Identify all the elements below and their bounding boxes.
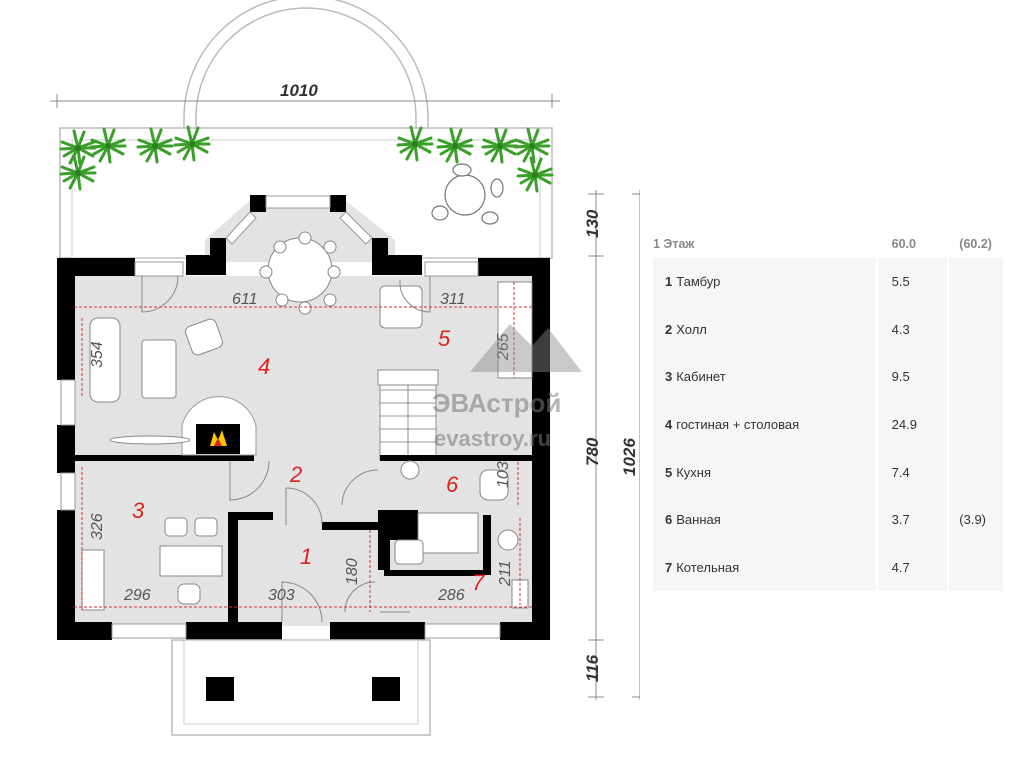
height-seg-116: 116 xyxy=(583,654,602,682)
room-label: Кабинет xyxy=(676,369,726,385)
room-area-alt xyxy=(949,258,1003,306)
room-number-3: 3 xyxy=(132,498,145,523)
room-number-7: 7 xyxy=(472,570,485,595)
watermark-brand: ЭВАстрой xyxy=(432,388,561,418)
room-num: 2 xyxy=(665,321,673,337)
floor-label: 1 Этаж xyxy=(653,237,695,251)
room-number-5: 5 xyxy=(438,326,451,351)
living-furniture xyxy=(89,231,533,445)
height-seg-780: 780 xyxy=(583,437,602,466)
room-dimension-lines xyxy=(74,282,532,612)
floor-total-alt: (60.2) xyxy=(959,237,992,251)
room-area: 24.9 xyxy=(877,400,948,449)
room-number-4: 4 xyxy=(258,354,270,379)
dim-303: 303 xyxy=(268,587,295,604)
office-furniture xyxy=(81,517,223,611)
room-area: 5.5 xyxy=(877,258,948,306)
room-area: 3.7 xyxy=(877,495,948,544)
entrance-porch xyxy=(171,639,431,736)
floor-total: 60.0 xyxy=(891,237,916,251)
room-number-6: 6 xyxy=(446,472,459,497)
room-number-2: 2 xyxy=(289,462,302,487)
room-numbers: 1 2 3 4 5 6 7 xyxy=(132,326,485,595)
room-area-alt xyxy=(949,305,1003,354)
dim-326: 326 xyxy=(89,513,106,540)
dim-180: 180 xyxy=(344,558,361,585)
room-label: Ванная xyxy=(676,512,721,528)
room-num: 1 xyxy=(665,274,673,290)
room-label: гостиная + столовая xyxy=(676,417,800,433)
room-area-alt xyxy=(949,543,1003,592)
fireplace-icon xyxy=(181,396,257,456)
watermark-site: evastroy.ru xyxy=(434,426,551,451)
staircase xyxy=(380,380,436,460)
watermark: ЭВАстрой evastroy.ru xyxy=(432,324,582,451)
overall-width-label: 1010 xyxy=(280,81,318,100)
room-area: 4.7 xyxy=(877,543,948,592)
room-number-1: 1 xyxy=(300,544,312,569)
vertical-dimension xyxy=(588,190,640,700)
room-num: 7 xyxy=(665,559,673,575)
room-label: Кухня xyxy=(676,464,712,480)
room-area: 7.4 xyxy=(877,448,948,496)
dim-354: 354 xyxy=(89,341,106,368)
dim-265: 265 xyxy=(495,333,512,361)
room-num: 3 xyxy=(665,369,673,385)
overall-height-label: 1026 xyxy=(620,438,639,476)
room-label: Холл xyxy=(676,321,707,337)
room-area-alt xyxy=(949,400,1003,449)
room-dimension-labels: 611 311 354 326 296 303 180 286 211 103 … xyxy=(89,291,514,604)
room-area: 4.3 xyxy=(877,305,948,354)
terrace-table-icon xyxy=(431,163,504,225)
room-area-alt: (3.9) xyxy=(949,495,1003,544)
room-area-alt xyxy=(949,353,1003,401)
dim-296: 296 xyxy=(123,587,151,604)
dim-286: 286 xyxy=(437,587,465,604)
top-dimension: 1010 xyxy=(50,81,560,108)
dim-211: 211 xyxy=(497,560,514,587)
room-label: Котельная xyxy=(676,559,740,575)
room-label: Тамбур xyxy=(676,274,721,290)
floor-plan: 1010 xyxy=(50,0,640,736)
room-num: 5 xyxy=(665,464,673,480)
walls xyxy=(57,195,550,640)
dim-311: 311 xyxy=(440,291,466,308)
bath-fixtures xyxy=(394,460,529,609)
room-num: 6 xyxy=(665,512,673,528)
terrace-arch xyxy=(183,0,429,128)
height-seg-130: 130 xyxy=(583,209,602,238)
area-table-header: 1 Этаж 60.0 (60.2) xyxy=(653,230,1003,258)
dim-103: 103 xyxy=(495,461,512,488)
room-area-alt xyxy=(949,448,1003,496)
main-floor xyxy=(74,276,540,626)
windows xyxy=(60,195,501,639)
room-area: 9.5 xyxy=(877,353,948,401)
room-num: 4 xyxy=(665,417,673,433)
bay-floor xyxy=(205,196,395,262)
dim-611: 611 xyxy=(232,291,258,308)
